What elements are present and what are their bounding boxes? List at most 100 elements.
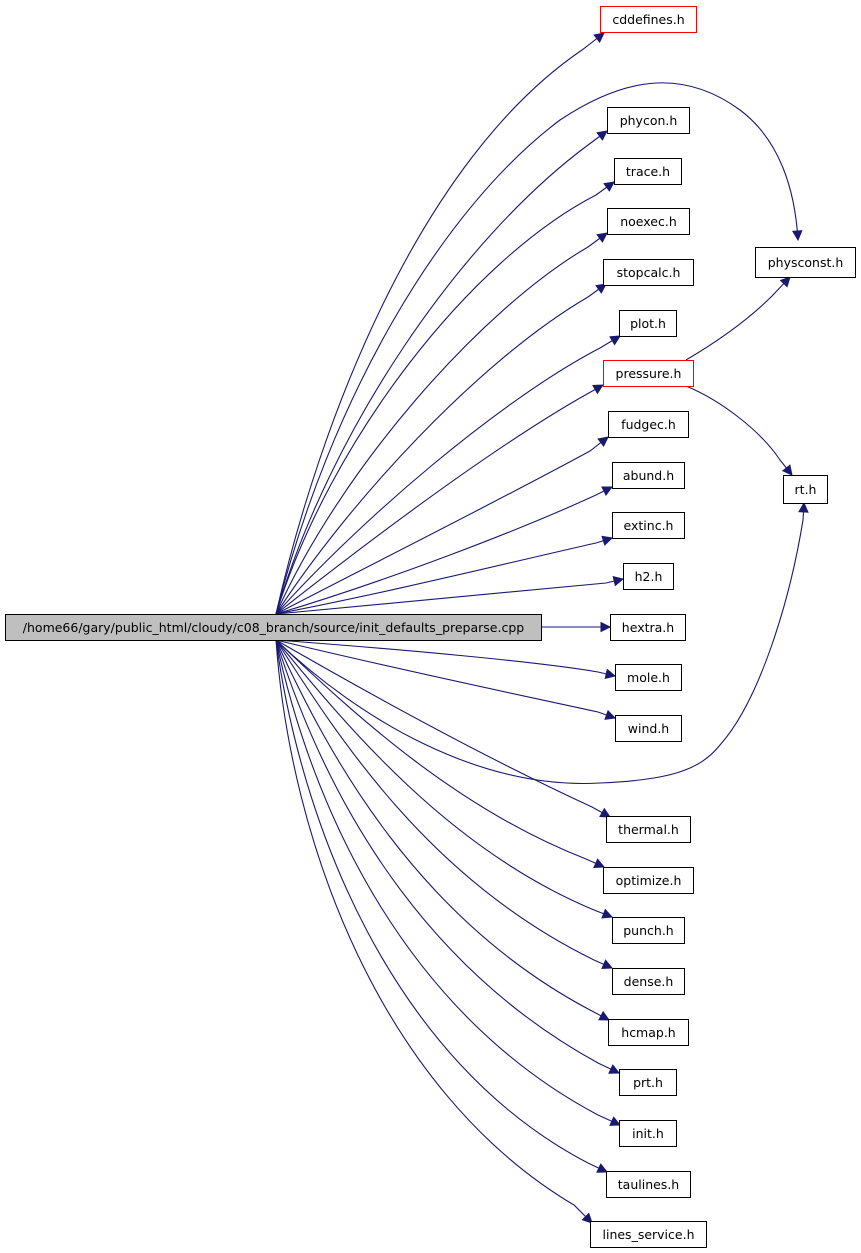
node-label: wind.h	[628, 721, 669, 736]
arrowhead-icon	[603, 181, 615, 192]
node-box	[608, 411, 689, 438]
node-label: punch.h	[623, 923, 673, 938]
node-box	[612, 512, 685, 539]
node-label: cddefines.h	[612, 12, 684, 27]
node-trace[interactable]: trace.h	[614, 158, 682, 185]
edge-root-to-pressure	[275, 384, 604, 615]
edge-root-to-extinc	[275, 535, 614, 615]
edge-root-to-mole	[275, 639, 617, 679]
edge-line	[275, 639, 613, 918]
arrowhead-icon	[581, 1212, 593, 1224]
node-noexec[interactable]: noexec.h	[607, 208, 690, 235]
edge-line	[275, 639, 613, 969]
arrowhead-icon	[608, 1064, 621, 1074]
node-thermal[interactable]: thermal.h	[606, 816, 691, 843]
edge-root-to-prt	[275, 639, 621, 1074]
node-label: phycon.h	[620, 113, 678, 128]
edge-line	[275, 181, 615, 615]
node-box	[5, 614, 542, 641]
node-box	[608, 1019, 689, 1046]
node-box	[623, 563, 674, 590]
edge-root-to-phycon	[275, 130, 608, 615]
arrowhead-icon	[592, 384, 604, 395]
arrowhead-icon	[604, 709, 617, 720]
arrowhead-icon	[601, 535, 614, 546]
arrowhead-icon	[601, 908, 614, 919]
node-h2[interactable]: h2.h	[623, 563, 674, 590]
node-fudgec[interactable]: fudgec.h	[608, 411, 689, 438]
node-physconst[interactable]: physconst.h	[755, 247, 856, 278]
node-extinc[interactable]: extinc.h	[612, 512, 685, 539]
edge-pressure-to-rt	[685, 385, 793, 476]
edge-root-to-plot	[275, 335, 621, 615]
node-label: h2.h	[635, 569, 663, 584]
node-box	[614, 158, 682, 185]
arrowhead-icon	[601, 959, 614, 969]
node-label: stopcalc.h	[617, 265, 681, 280]
arrowhead-icon	[604, 668, 617, 679]
edge-root-to-trace	[275, 181, 615, 615]
edge-root-to-h2	[275, 576, 625, 615]
edge-line	[275, 283, 607, 615]
edge-root-to-hextra	[541, 621, 612, 633]
node-wind[interactable]: wind.h	[615, 715, 682, 742]
node-plot[interactable]: plot.h	[619, 310, 677, 337]
node-cddefines[interactable]: cddefines.h	[600, 6, 697, 33]
node-punch[interactable]: punch.h	[612, 917, 685, 944]
node-init[interactable]: init.h	[619, 1120, 677, 1147]
node-prt[interactable]: prt.h	[619, 1069, 677, 1096]
edge-line	[275, 537, 613, 615]
node-label: prt.h	[633, 1075, 663, 1090]
node-box	[612, 917, 685, 944]
node-hcmap[interactable]: hcmap.h	[608, 1019, 689, 1046]
node-phycon[interactable]: phycon.h	[607, 107, 690, 134]
node-box	[603, 360, 694, 387]
node-label: taulines.h	[618, 1177, 679, 1192]
edge-root-to-init	[275, 639, 622, 1126]
arrowhead-icon	[596, 232, 608, 243]
arrowhead-icon	[779, 276, 791, 288]
edge-root-to-optimize	[275, 639, 606, 868]
edge-line	[275, 639, 605, 868]
node-lines-service[interactable]: lines_service.h	[590, 1221, 707, 1248]
node-box	[610, 614, 686, 641]
node-label: init.h	[632, 1126, 664, 1141]
arrowhead-icon	[593, 32, 605, 44]
node-box	[603, 867, 694, 894]
edge-root-to-dense	[275, 639, 614, 969]
node-optimize[interactable]: optimize.h	[603, 867, 694, 894]
node-label: extinc.h	[624, 518, 674, 533]
node-dense[interactable]: dense.h	[612, 968, 685, 995]
node-hextra[interactable]: hextra.h	[610, 614, 686, 641]
node-label: physconst.h	[768, 255, 844, 270]
edge-line	[275, 639, 616, 719]
node-label: hcmap.h	[621, 1025, 675, 1040]
edge-root-to-rt	[275, 501, 809, 785]
edge-line	[275, 639, 620, 1074]
edge-line	[275, 639, 608, 1173]
node-box	[619, 1069, 677, 1096]
arrowhead-icon	[791, 230, 803, 242]
node-pressure[interactable]: pressure.h	[603, 360, 694, 387]
edge-line	[275, 130, 608, 615]
edge-line	[275, 578, 624, 615]
node-box	[755, 247, 856, 278]
node-box	[783, 475, 828, 504]
node-abund[interactable]: abund.h	[612, 462, 685, 489]
node-rt[interactable]: rt.h	[783, 475, 828, 504]
node-mole[interactable]: mole.h	[615, 664, 682, 691]
edge-line	[275, 639, 621, 1126]
arrowhead-icon	[600, 621, 612, 633]
node-taulines[interactable]: taulines.h	[606, 1171, 691, 1198]
node-label: dense.h	[624, 974, 674, 989]
node-box	[619, 310, 677, 337]
node-label: optimize.h	[616, 873, 682, 888]
arrowhead-icon	[609, 335, 621, 346]
node-stopcalc[interactable]: stopcalc.h	[603, 259, 694, 286]
edge-line	[275, 232, 608, 615]
node-label: plot.h	[630, 316, 666, 331]
node-box	[615, 664, 682, 691]
edge-root-to-noexec	[275, 232, 608, 615]
node-box	[607, 107, 690, 134]
